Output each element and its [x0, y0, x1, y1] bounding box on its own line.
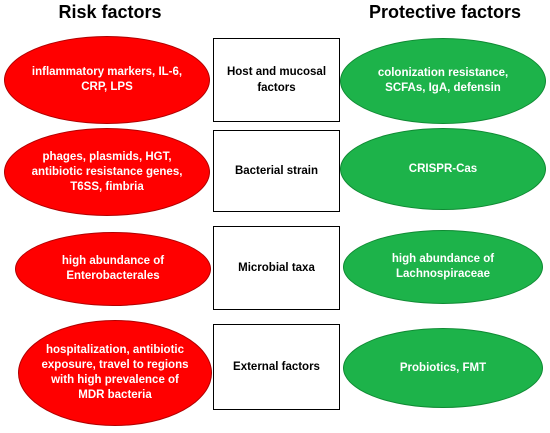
factor-box-host: Host and mucosal factors: [213, 38, 340, 122]
protective-factor-host: colonization resistance, SCFAs, IgA, def…: [340, 38, 546, 124]
factor-box-strain: Bacterial strain: [213, 130, 340, 212]
protective-factor-external: Probiotics, FMT: [343, 328, 543, 408]
factor-box-taxa: Microbial taxa: [213, 226, 340, 310]
risk-factor-strain: phages, plasmids, HGT, antibiotic resist…: [4, 128, 210, 216]
risk-factors-heading: Risk factors: [58, 2, 162, 22]
risk-factor-host: inflammatory markers, IL-6, CRP, LPS: [4, 36, 210, 124]
risk-factor-external: hospitalization, antibiotic exposure, tr…: [18, 320, 212, 426]
factor-box-external: External factors: [213, 324, 340, 410]
protective-factor-taxa: high abundance of Lachnospiraceae: [343, 230, 543, 304]
risk-factor-taxa: high abundance of Enterobacterales: [15, 232, 211, 306]
protective-factor-strain: CRISPR-Cas: [340, 128, 546, 210]
protective-factors-heading: Protective factors: [368, 2, 522, 22]
